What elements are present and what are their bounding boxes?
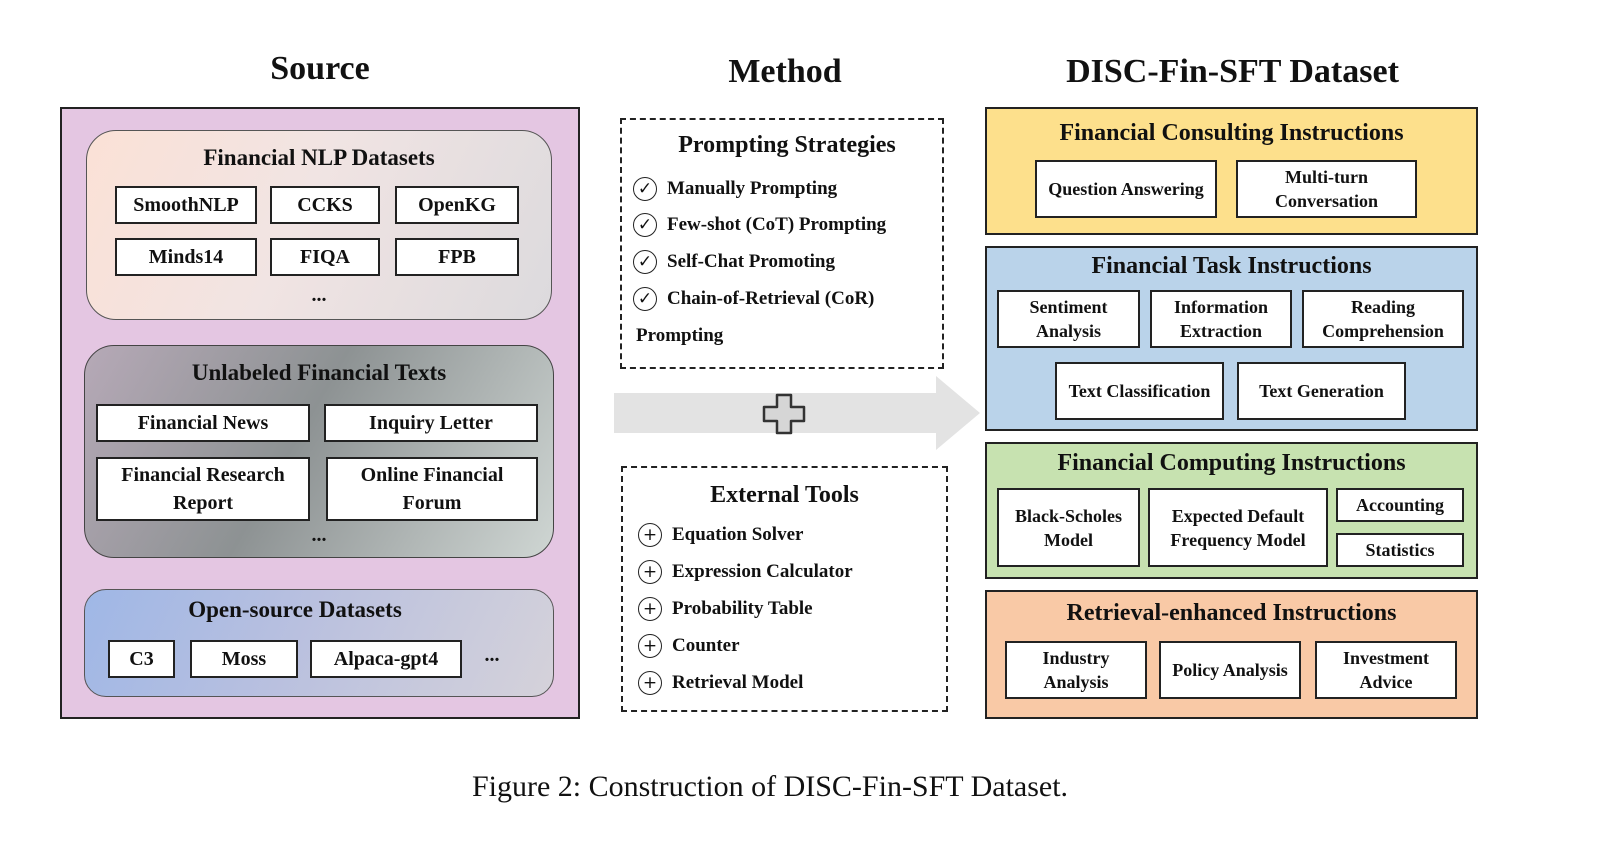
tool-probability-table: + Probability Table xyxy=(638,595,813,623)
instruction-investment-advice: Investment Advice xyxy=(1315,641,1457,699)
dataset-openkg: OpenKG xyxy=(395,186,519,224)
nlp-more-ellipsis: ... xyxy=(311,284,327,306)
prompting-item-label: Self-Chat Promoting xyxy=(667,251,835,272)
method-column-title: Method xyxy=(728,53,842,90)
tool-expression-calculator: + Expression Calculator xyxy=(638,558,853,586)
instruction-sentiment-analysis: Sentiment Analysis xyxy=(997,290,1140,348)
dataset-fiqa: FIQA xyxy=(270,238,380,276)
financial-computing-title: Financial Computing Instructions xyxy=(1057,450,1406,476)
unlabeled-financial-texts-group xyxy=(84,345,554,558)
financial-consulting-title: Financial Consulting Instructions xyxy=(1059,120,1404,146)
financial-nlp-datasets-group xyxy=(86,130,552,320)
check-circle-icon: ✓ xyxy=(633,177,657,201)
check-circle-icon: ✓ xyxy=(633,287,657,311)
text-online-financial-forum: Online Financial Forum xyxy=(326,457,538,521)
external-tools-title: External Tools xyxy=(710,482,859,508)
dataset-fpb: FPB xyxy=(395,238,519,276)
check-circle-icon: ✓ xyxy=(633,213,657,237)
dataset-alpaca-gpt4: Alpaca-gpt4 xyxy=(310,640,462,678)
financial-task-title: Financial Task Instructions xyxy=(1091,253,1372,279)
plus-circle-icon: + xyxy=(638,634,662,658)
tool-label: Counter xyxy=(672,635,740,656)
dataset-column-title: DISC-Fin-SFT Dataset xyxy=(1066,53,1399,90)
prompting-strategies-title: Prompting Strategies xyxy=(678,132,896,158)
text-inquiry-letter: Inquiry Letter xyxy=(324,404,538,442)
unlabeled-financial-texts-title: Unlabeled Financial Texts xyxy=(191,360,447,385)
prompting-strategies-box xyxy=(620,118,944,369)
figure-caption: Figure 2: Construction of DISC-Fin-SFT D… xyxy=(471,770,1069,803)
tool-label: Probability Table xyxy=(672,598,813,619)
instruction-industry-analysis: Industry Analysis xyxy=(1005,641,1147,699)
prompting-item-label: Few-shot (CoT) Prompting xyxy=(667,214,887,235)
plus-circle-icon: + xyxy=(638,671,662,695)
plus-circle-icon: + xyxy=(638,560,662,584)
plus-combine-icon xyxy=(762,393,806,435)
prompting-item-self-chat: ✓ Self-Chat Promoting xyxy=(633,248,835,276)
dataset-smoothnlp: SmoothNLP xyxy=(115,186,257,224)
prompting-item-cor: ✓ Chain-of-Retrieval (CoR) xyxy=(633,285,874,313)
instruction-information-extraction: Information Extraction xyxy=(1150,290,1292,348)
tool-label: Equation Solver xyxy=(672,524,804,545)
instruction-question-answering: Question Answering xyxy=(1035,160,1217,218)
dataset-ccks: CCKS xyxy=(270,186,380,224)
open-source-more-ellipsis: ... xyxy=(484,644,500,666)
dataset-c3: C3 xyxy=(108,640,175,678)
instruction-black-scholes-model: Black-Scholes Model xyxy=(997,488,1140,567)
source-column-title: Source xyxy=(270,50,370,87)
plus-circle-icon: + xyxy=(638,597,662,621)
retrieval-enhanced-title: Retrieval-enhanced Instructions xyxy=(1066,600,1397,626)
instruction-accounting: Accounting xyxy=(1336,488,1464,522)
instruction-text-classification: Text Classification xyxy=(1055,362,1224,420)
text-financial-research-report: Financial Research Report xyxy=(96,457,310,521)
prompting-item-few-shot: ✓ Few-shot (CoT) Prompting xyxy=(633,211,886,239)
prompting-item-label: Manually Prompting xyxy=(667,178,838,199)
plus-circle-icon: + xyxy=(638,523,662,547)
instruction-expected-default-frequency-model: Expected Default Frequency Model xyxy=(1148,488,1328,567)
instruction-statistics: Statistics xyxy=(1336,533,1464,567)
financial-nlp-datasets-title: Financial NLP Datasets xyxy=(203,145,435,170)
external-tools-box xyxy=(621,466,948,712)
tool-retrieval-model: + Retrieval Model xyxy=(638,669,803,697)
instruction-text-generation: Text Generation xyxy=(1237,362,1406,420)
prompting-item-label: Chain-of-Retrieval (CoR) xyxy=(667,288,875,309)
prompting-item-manual: ✓ Manually Prompting xyxy=(633,175,837,203)
instruction-policy-analysis: Policy Analysis xyxy=(1159,641,1301,699)
text-financial-news: Financial News xyxy=(96,404,310,442)
dataset-minds14: Minds14 xyxy=(115,238,257,276)
prompting-item-tail: Prompting xyxy=(636,325,724,346)
tool-label: Retrieval Model xyxy=(672,672,804,693)
dataset-moss: Moss xyxy=(190,640,298,678)
tool-label: Expression Calculator xyxy=(672,561,853,582)
unlabeled-more-ellipsis: ... xyxy=(311,524,327,546)
tool-counter: + Counter xyxy=(638,632,740,660)
check-circle-icon: ✓ xyxy=(633,250,657,274)
instruction-multi-turn-conversation: Multi-turn Conversation xyxy=(1236,160,1417,218)
tool-equation-solver: + Equation Solver xyxy=(638,521,803,549)
open-source-datasets-title: Open-source Datasets xyxy=(188,597,402,622)
instruction-reading-comprehension: Reading Comprehension xyxy=(1302,290,1464,348)
